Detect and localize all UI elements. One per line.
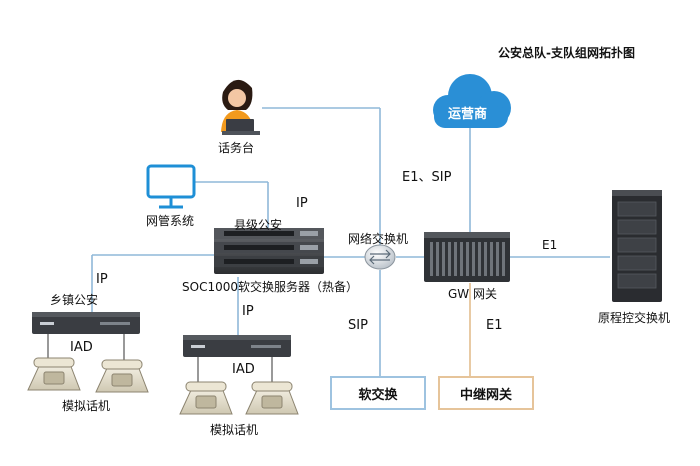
iad-device-center-icon [183, 335, 291, 357]
phone-center-1-icon [179, 381, 233, 415]
ip-left-label: IP [96, 272, 108, 287]
gw-label: GW 网关 [448, 287, 497, 301]
operator-label: 运营商 [448, 107, 488, 122]
monitor-icon [146, 164, 196, 209]
cloud-icon [433, 74, 511, 128]
network-switch-icon [364, 244, 396, 270]
softswitch-box: 软交换 [330, 376, 426, 410]
trunk-gateway-box: 中继网关 [438, 376, 534, 410]
operator-person-icon [221, 79, 260, 135]
nms-label: 网管系统 [146, 214, 195, 228]
phone-left-1-icon [27, 357, 81, 391]
iad-center-label: IAD [232, 362, 255, 377]
county-label: 县级公安 [234, 218, 283, 232]
connection-lines [91, 107, 610, 376]
pbx-label: 原程控交换机 [598, 311, 671, 325]
diagram-title: 公安总队-支队组网拓扑图 [498, 46, 635, 60]
phone-left-label: 模拟话机 [62, 399, 111, 413]
phone-center-2-icon [245, 381, 299, 415]
console-label: 话务台 [218, 141, 255, 155]
e1-bottom-label: E1 [486, 318, 503, 333]
pbx-cabinet-icon [612, 190, 662, 302]
e1-sip-label: E1、SIP [402, 170, 452, 185]
sip-label: SIP [348, 318, 368, 333]
iad-device-left-icon [32, 312, 140, 334]
ip-center-label: IP [242, 304, 254, 319]
town-label: 乡镇公安 [50, 293, 99, 307]
net-switch-label: 网络交换机 [348, 232, 409, 246]
server-stack-icon [214, 228, 324, 274]
iad-phone-lines [47, 334, 273, 384]
e1-right-label: E1 [542, 238, 558, 252]
phone-icons [27, 357, 299, 415]
gateway-chassis-icon [424, 232, 510, 282]
soft-server-label: SOC1000软交换服务器（热备） [182, 280, 358, 294]
phone-center-label: 模拟话机 [210, 423, 259, 437]
phone-left-2-icon [95, 359, 149, 393]
iad-left-label: IAD [70, 340, 93, 355]
ip-top-label: IP [296, 196, 308, 211]
